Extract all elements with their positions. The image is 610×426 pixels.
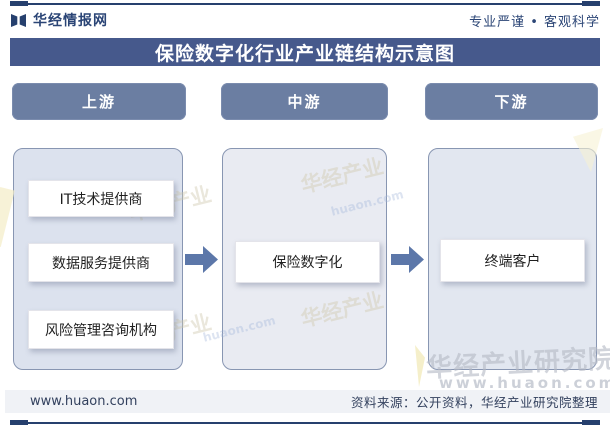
flow-arrow-icon [391, 246, 424, 273]
node-data-service-provider: 数据服务提供商 [28, 243, 174, 282]
stage-header-upstream: 上游 [12, 83, 186, 120]
page-title: 保险数字化行业产业链结构示意图 [10, 38, 600, 66]
bottom-border-line [10, 421, 600, 424]
top-border-line [10, 2, 600, 5]
node-insurance-digitalization: 保险数字化 [235, 241, 380, 283]
top-border-left-cap [10, 1, 28, 6]
huajing-logo-icon [11, 13, 26, 27]
bottom-border-left-cap [10, 420, 28, 425]
node-end-customers: 终端客户 [440, 239, 585, 282]
stage-header-midstream: 中游 [221, 83, 388, 120]
footer: www.huaon.com 资料来源：公开资料，华经产业研究院整理 [5, 390, 610, 413]
header: 华经情报网 专业严谨 • 客观科学 [10, 9, 600, 31]
brand: 华经情报网 [10, 10, 108, 30]
node-risk-consulting: 风险管理咨询机构 [28, 310, 174, 349]
flow-arrow-icon [185, 246, 218, 273]
footer-source-note: 资料来源：公开资料，华经产业研究院整理 [350, 395, 598, 410]
footer-site-url: www.huaon.com [30, 394, 138, 409]
node-it-provider: IT技术提供商 [28, 180, 174, 217]
bottom-border-right-cap [582, 420, 600, 425]
stage-header-downstream: 下游 [425, 83, 598, 120]
watermark-shape [415, 345, 425, 387]
brand-name: 华经情报网 [33, 13, 108, 29]
top-border-right-cap [582, 1, 600, 6]
header-slogan: 专业严谨 • 客观科学 [469, 14, 600, 30]
